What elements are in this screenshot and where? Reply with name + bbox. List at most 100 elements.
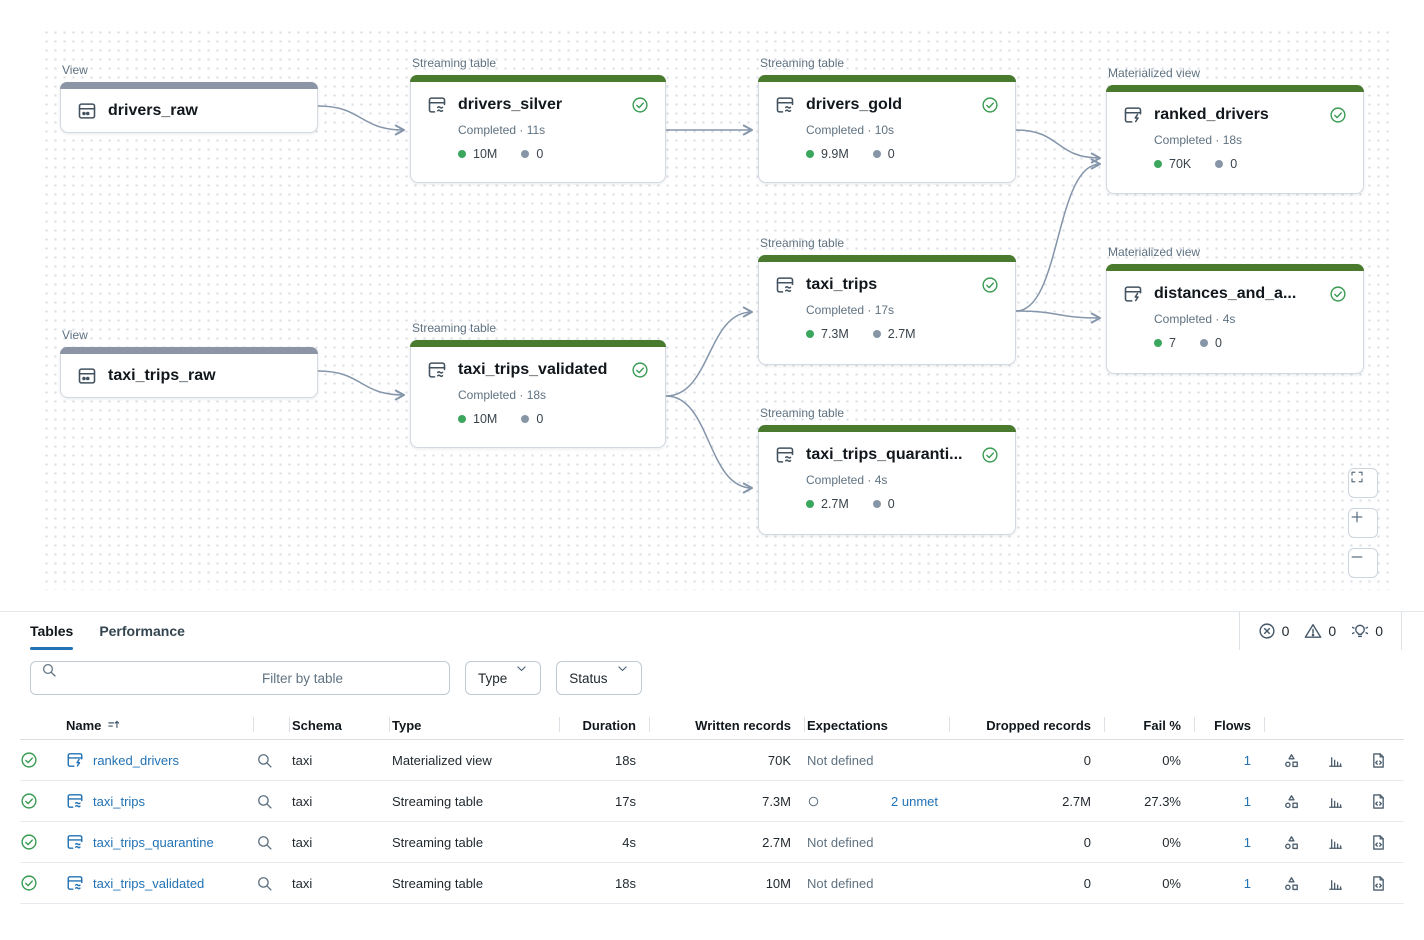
- column-header-duration[interactable]: Duration: [560, 712, 650, 739]
- flows-link[interactable]: 1: [1243, 875, 1251, 891]
- node-status-text: Completed · 17s: [806, 303, 895, 317]
- row-search-cell[interactable]: [254, 793, 290, 810]
- pipeline-node-taxi_trips_raw[interactable]: taxi_trips_raw: [60, 347, 318, 398]
- dropped-records-dot: [521, 415, 530, 423]
- column-header-schema[interactable]: Schema: [290, 712, 390, 739]
- column-header-written-records[interactable]: Written records: [650, 712, 805, 739]
- dag-edge: [665, 306, 753, 397]
- expectations-unmet-link[interactable]: 2 unmet: [891, 793, 938, 809]
- lineage-icon[interactable]: [1283, 875, 1305, 892]
- code-file-icon[interactable]: [1370, 752, 1392, 769]
- row-search-cell[interactable]: [254, 834, 290, 851]
- counter-bulb[interactable]: 0: [1351, 622, 1383, 640]
- lineage-icon[interactable]: [1283, 793, 1305, 810]
- flows-link[interactable]: 1: [1243, 752, 1251, 768]
- counter-warning-triangle[interactable]: 0: [1304, 622, 1336, 640]
- column-header-dropped-records[interactable]: Dropped records: [950, 712, 1105, 739]
- code-file-icon[interactable]: [1370, 793, 1392, 810]
- row-search-cell[interactable]: [254, 875, 290, 892]
- node-status-text: Completed · 4s: [806, 473, 888, 487]
- row-flows-cell: 1: [1195, 876, 1265, 891]
- tab-tables[interactable]: Tables: [30, 612, 74, 650]
- chevron-down-icon: [515, 662, 528, 694]
- written-records-dot: [458, 150, 466, 158]
- chevron-down-icon: [616, 662, 629, 694]
- flows-link[interactable]: 1: [1243, 834, 1251, 850]
- column-header-type[interactable]: Type: [390, 712, 560, 739]
- row-written-records: 10M: [765, 875, 791, 891]
- column-header-name[interactable]: Name: [64, 712, 254, 739]
- node-dropped-records: 0: [536, 147, 544, 161]
- zoom-in-button[interactable]: [1348, 508, 1378, 538]
- written-records-dot: [458, 415, 466, 423]
- flows-link[interactable]: 1: [1243, 793, 1251, 809]
- table-name-link[interactable]: taxi_trips_validated: [93, 875, 205, 891]
- node-dropped-records: 0: [1214, 336, 1222, 350]
- column-header-fail-[interactable]: Fail %: [1105, 712, 1195, 739]
- table-name-link[interactable]: taxi_trips: [93, 793, 146, 809]
- node-kind-label: Streaming table: [760, 56, 845, 70]
- lineage-icon[interactable]: [1283, 752, 1305, 769]
- header-status-col: [20, 712, 64, 739]
- dag-edge: [1015, 158, 1101, 312]
- node-kind-label: Materialized view: [1108, 245, 1201, 259]
- materialized-view-icon: [1123, 105, 1143, 125]
- written-records-dot: [806, 330, 814, 338]
- tab-performance[interactable]: Performance: [99, 623, 185, 639]
- written-records-dot: [806, 150, 814, 158]
- search-icon: [256, 834, 278, 851]
- column-header-expectations[interactable]: Expectations: [805, 712, 950, 739]
- check-circle-icon: [1329, 285, 1347, 303]
- chart-icon[interactable]: [1327, 875, 1349, 892]
- node-written-records: 10M: [473, 412, 498, 426]
- fullscreen-button[interactable]: [1348, 468, 1378, 498]
- node-status-bar: [410, 340, 666, 347]
- node-name: taxi_trips_quaranti...: [806, 446, 963, 463]
- table-filter-box[interactable]: [30, 661, 450, 695]
- streaming-table-icon: [66, 792, 84, 810]
- dropped-records-dot: [1199, 339, 1208, 347]
- row-type: Streaming table: [392, 875, 484, 891]
- streaming-table-icon: [427, 95, 447, 115]
- zoom-out-button[interactable]: [1348, 548, 1378, 578]
- row-actions: [1265, 875, 1404, 892]
- code-file-icon[interactable]: [1370, 834, 1392, 851]
- column-header-flows[interactable]: Flows: [1195, 712, 1265, 739]
- table-filter-input[interactable]: [262, 670, 439, 686]
- row-dropped-records: 0: [1083, 752, 1091, 768]
- node-dropped-records: 0: [887, 497, 895, 511]
- chart-icon[interactable]: [1327, 793, 1349, 810]
- row-actions: [1265, 752, 1404, 769]
- row-search-cell[interactable]: [254, 752, 290, 769]
- chart-icon[interactable]: [1327, 834, 1349, 851]
- pipeline-node-drivers_raw[interactable]: drivers_raw: [60, 82, 318, 133]
- lineage-icon[interactable]: [1283, 834, 1305, 851]
- counter-value: 0: [1328, 623, 1337, 639]
- materialized-view-icon: [1123, 284, 1143, 304]
- streaming-table-icon: [427, 360, 447, 380]
- type-dropdown[interactable]: Type: [465, 661, 542, 695]
- code-file-icon[interactable]: [1370, 875, 1392, 892]
- table-name-link[interactable]: ranked_drivers: [93, 752, 179, 768]
- counter-value: 0: [1281, 623, 1290, 639]
- row-dropped-records: 2.7M: [1062, 793, 1091, 809]
- node-name: drivers_silver: [458, 96, 563, 113]
- row-schema: taxi: [292, 793, 313, 809]
- counter-error-circle[interactable]: 0: [1258, 622, 1290, 640]
- row-flows-cell: 1: [1195, 753, 1265, 768]
- table-name-link[interactable]: taxi_trips_quarantine: [93, 834, 214, 850]
- status-dropdown[interactable]: Status: [556, 661, 642, 695]
- node-written-records: 9.9M: [821, 147, 849, 161]
- chart-icon[interactable]: [1327, 752, 1349, 769]
